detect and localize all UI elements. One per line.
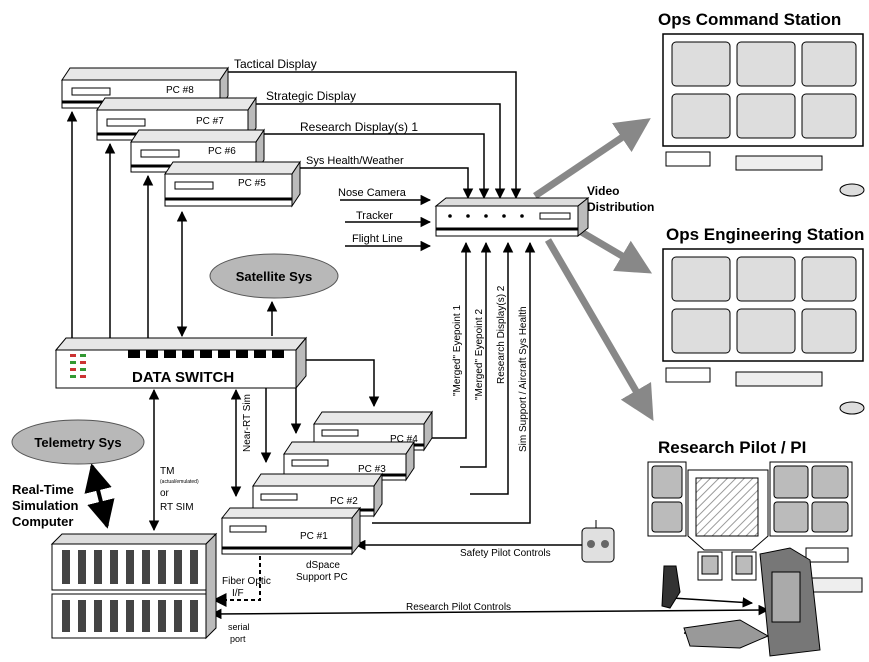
tracker-label: Tracker	[356, 210, 393, 222]
rtsc-label-1: Real-Time	[12, 482, 74, 497]
research-pilot-cockpit	[647, 461, 863, 657]
satellite-sys-label: Satellite Sys	[236, 269, 313, 284]
ops-engineering-monitors	[662, 248, 865, 415]
video-output-arrows	[533, 118, 654, 422]
fiber-optic-link	[212, 556, 261, 607]
eyepoint-2-label: "Merged" Eyepoint 2	[474, 309, 485, 400]
pc-1-label: PC #1	[300, 531, 328, 542]
safety-pilot-controls-label: Safety Pilot Controls	[460, 548, 551, 559]
eyepoint-1-label: "Merged" Eyepoint 1	[452, 305, 463, 396]
switch-to-pc-lines	[66, 110, 770, 642]
safety-pilot-transmitter-icon	[581, 520, 615, 563]
ops-command-monitors	[662, 33, 865, 197]
pc-5: PC #5	[164, 160, 301, 208]
research-pilot-controls-label: Research Pilot Controls	[406, 602, 511, 613]
rtsc-label-3: Computer	[12, 514, 73, 529]
fiber-optic-label-1: Fiber Optic	[222, 576, 271, 587]
dspace-label-1: dSpace	[306, 560, 340, 571]
rtsc-label-2: Simulation	[12, 498, 79, 513]
video-distribution-unit	[434, 196, 590, 238]
ops-command-station-title: Ops Command Station	[658, 10, 841, 29]
telemetry-sys-node	[11, 419, 145, 465]
research-pilot-title: Research Pilot / PI	[658, 438, 806, 457]
near-rt-sim-label: Near-RT Sim	[242, 394, 253, 452]
research-display-label: Research Display(s) 1	[300, 120, 418, 134]
tactical-display-label: Tactical Display	[234, 57, 317, 71]
pc-7-label: PC #7	[196, 116, 224, 127]
telemetry-sys-label: Telemetry Sys	[34, 435, 121, 450]
flight-line-label: Flight Line	[352, 233, 403, 245]
fiber-optic-label-2: I/F	[232, 588, 244, 599]
pc-5-label: PC #5	[238, 178, 266, 189]
pc-2-label: PC #2	[330, 496, 358, 507]
satellite-sys-node	[209, 253, 339, 299]
video-label-2: Distribution	[587, 200, 654, 214]
serial-port-label-2: port	[230, 634, 246, 644]
pc-8-label: PC #8	[166, 85, 194, 96]
sys-health-label: Sys Health/Weather	[306, 155, 404, 167]
tm-or-label: or	[160, 488, 170, 499]
video-label-1: Video	[587, 184, 619, 198]
strategic-display-label: Strategic Display	[266, 89, 356, 103]
nose-camera-label: Nose Camera	[338, 187, 407, 199]
pc-1: PC #1	[220, 506, 362, 556]
data-switch-label: DATA SWITCH	[132, 369, 234, 386]
pc-4-label: PC #4	[390, 434, 418, 445]
data-switch: DATA SWITCH	[54, 336, 308, 390]
research-display-2-label: Research Display(s) 2	[496, 285, 507, 384]
realtime-simulation-computer	[50, 532, 218, 640]
dspace-label-2: Support PC	[296, 572, 348, 583]
tm-label: TM	[160, 466, 174, 477]
ops-engineering-station-title: Ops Engineering Station	[666, 225, 864, 244]
pc-3-label: PC #3	[358, 464, 386, 475]
pc-6-label: PC #6	[208, 146, 236, 157]
display-lines	[228, 71, 536, 524]
sim-support-label: Sim Support / Aircraft Sys Health	[518, 306, 529, 452]
rt-sim-label: RT SIM	[160, 502, 194, 513]
tm-small-label: (actual/emulated)	[160, 479, 199, 485]
serial-port-label-1: serial	[228, 622, 250, 632]
